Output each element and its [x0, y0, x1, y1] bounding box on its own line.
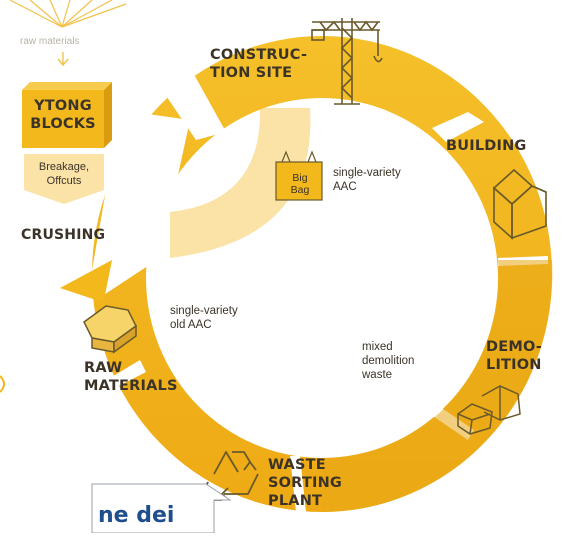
- aac-block-icon: [83, 305, 137, 354]
- building-label: BUILDING: [446, 138, 527, 154]
- big-bag-icon: [275, 150, 323, 201]
- demolition-label: DEMO- LITION: [486, 339, 542, 373]
- start-arrow: [60, 260, 112, 300]
- crane-icon: [311, 18, 383, 105]
- breakage-label: Breakage, Offcuts: [38, 161, 90, 187]
- callout-text: ne dei: [98, 503, 175, 528]
- single-variety-aac-label: single-variety AAC: [333, 167, 401, 193]
- ring-shade: [322, 260, 553, 513]
- breakage-chevron: [24, 154, 104, 204]
- raw-material-lines: [9, 0, 127, 28]
- crushing-label: CRUSHING: [21, 227, 106, 243]
- construction-site-label: CONSTRUC- TION SITE: [210, 47, 308, 81]
- ring-gap: [92, 110, 190, 300]
- pale-return-band: [170, 108, 311, 258]
- waste-sorting-plant-label: WASTE SORTING PLANT: [268, 457, 343, 509]
- single-variety-old-aac-label: single-variety old AAC: [170, 305, 238, 331]
- raw-materials-top-label: raw materials: [20, 36, 80, 47]
- ytong-blocks-label: YTONG BLOCKS: [30, 98, 96, 132]
- house-icon: [492, 168, 547, 240]
- edge-mark: [0, 375, 5, 393]
- raw-materials-label: RAW MATERIALS: [84, 360, 178, 394]
- rubble-icon: [457, 385, 521, 435]
- down-arrow-icon: [57, 52, 69, 67]
- big-bag-label: Big Bag: [290, 172, 310, 196]
- ytong-blocks-box: [22, 82, 112, 148]
- mixed-demolition-waste-label: mixed demolition waste: [362, 341, 415, 381]
